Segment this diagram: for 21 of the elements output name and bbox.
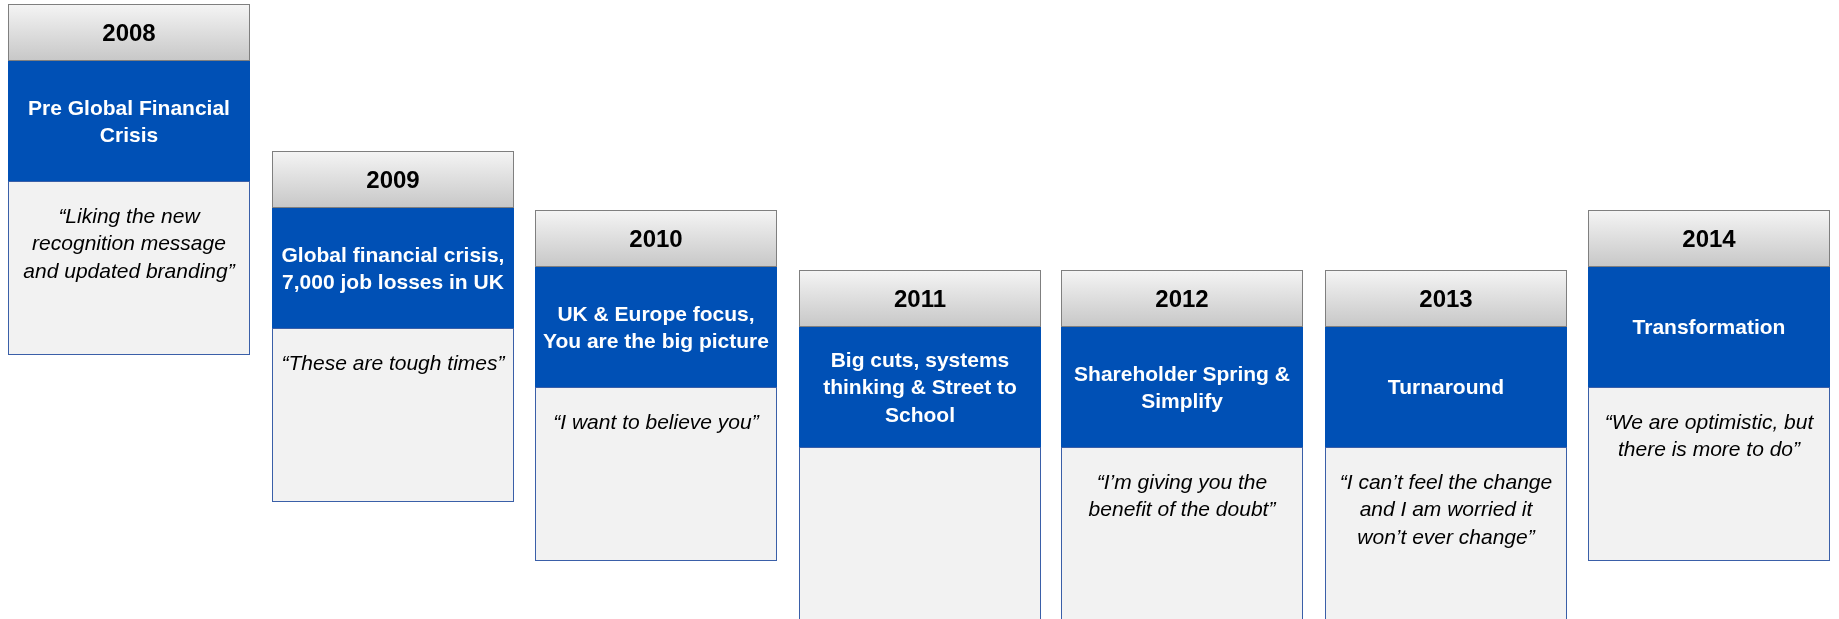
milestone-box: Shareholder Spring & Simplify [1061, 327, 1303, 447]
quote-box: “We are optimistic, but there is more to do” [1588, 387, 1830, 561]
quote-box: “Liking the new recognition message and updated branding” [8, 181, 250, 355]
quote-box: “I want to believe you” [535, 387, 777, 561]
year-header: 2014 [1588, 210, 1830, 267]
milestone-box: Big cuts, systems thinking & Street to School [799, 327, 1041, 447]
quote-box: “I’m giving you the benefit of the doubt” [1061, 447, 1303, 619]
year-header: 2013 [1325, 270, 1567, 327]
year-header: 2008 [8, 4, 250, 61]
year-header: 2010 [535, 210, 777, 267]
milestone-box: Transformation [1588, 267, 1830, 387]
quote-box [799, 447, 1041, 619]
year-header: 2011 [799, 270, 1041, 327]
milestone-box: Turnaround [1325, 327, 1567, 447]
milestone-box: Pre Global Financial Crisis [8, 61, 250, 181]
quote-box: “These are tough times” [272, 328, 514, 502]
quote-box: “I can’t feel the change and I am worried it won’t ever change” [1325, 447, 1567, 619]
year-header: 2009 [272, 151, 514, 208]
milestone-box: UK & Europe focus, You are the big picture [535, 267, 777, 387]
milestone-box: Global financial crisis, 7,000 job losses in UK [272, 208, 514, 328]
year-header: 2012 [1061, 270, 1303, 327]
